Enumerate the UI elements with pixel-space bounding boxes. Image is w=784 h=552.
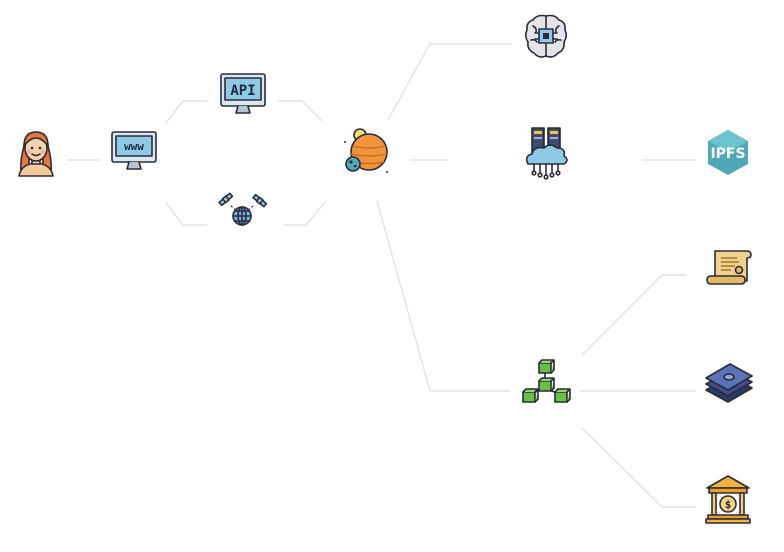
satellite-globe-icon	[218, 192, 268, 228]
edge-blockchain-bank	[581, 427, 696, 508]
www-monitor-icon: www	[110, 130, 158, 172]
bank-icon: $	[704, 474, 752, 524]
money-stack-icon	[704, 360, 754, 404]
edge-website-api	[165, 100, 207, 124]
api-monitor-icon: API	[219, 72, 267, 116]
cloud-server-icon	[520, 126, 572, 180]
edge-network-planet	[284, 200, 327, 226]
planet-icon	[340, 126, 392, 178]
ipfs-label: IPFS	[710, 146, 745, 162]
person-icon	[14, 126, 58, 178]
brain-chip-icon	[523, 12, 569, 60]
edge-planet-ai	[387, 43, 512, 121]
contract-scroll-icon	[705, 248, 753, 288]
api-label: API	[230, 83, 255, 99]
www-label: www	[124, 140, 144, 153]
ipfs-hexagon-icon: IPFS	[705, 128, 751, 176]
bank-dollar-label: $	[725, 498, 732, 511]
edge-api-planet	[278, 100, 323, 122]
edge-blockchain-contract	[581, 274, 686, 356]
blockchain-cubes-icon	[519, 359, 571, 406]
edge-website-network	[165, 202, 207, 226]
edge-planet-blockchain	[376, 200, 510, 392]
